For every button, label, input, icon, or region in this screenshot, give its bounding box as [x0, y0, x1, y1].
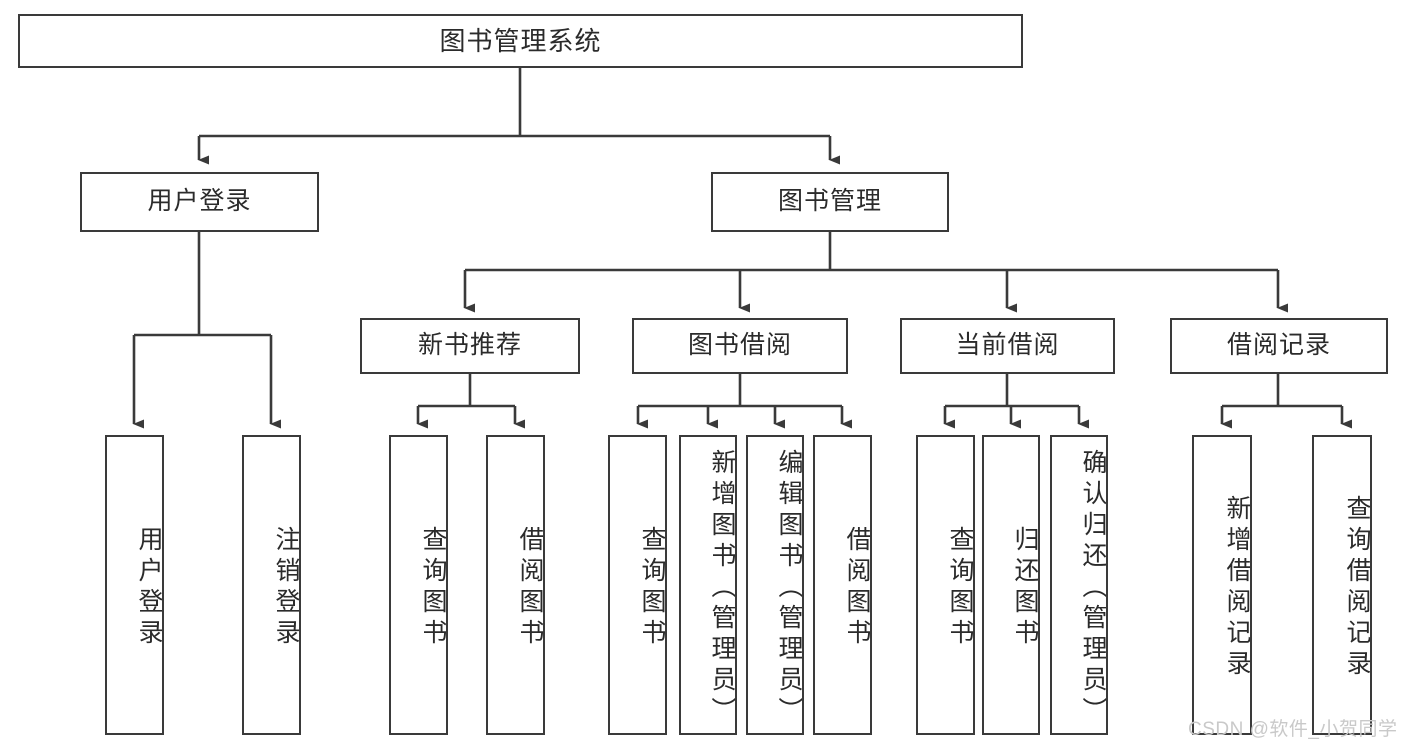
watermark: CSDN @软件_小贺同学 — [1188, 719, 1398, 740]
node-user-login[interactable]: 用户登录 — [80, 172, 319, 232]
leaf-query-book-recommend[interactable]: 查询图书 — [389, 435, 448, 735]
leaf-add-borrow-record[interactable]: 新增借阅记录 — [1192, 435, 1252, 735]
leaf-borrow-book-borrow[interactable]: 借阅图书 — [813, 435, 872, 735]
leaf-return-book[interactable]: 归还图书 — [982, 435, 1040, 735]
node-borrow-record[interactable]: 借阅记录 — [1170, 318, 1388, 374]
leaf-user-login[interactable]: 用户登录 — [105, 435, 164, 735]
leaf-query-borrow-record[interactable]: 查询借阅记录 — [1312, 435, 1372, 735]
node-new-book-recommend[interactable]: 新书推荐 — [360, 318, 580, 374]
leaf-confirm-return-admin[interactable]: 确认归还（管理员） — [1050, 435, 1108, 735]
leaf-edit-book-admin[interactable]: 编辑图书（管理员） — [746, 435, 804, 735]
node-book-management[interactable]: 图书管理 — [711, 172, 949, 232]
leaf-logout-login[interactable]: 注销登录 — [242, 435, 301, 735]
leaf-add-book-admin[interactable]: 新增图书（管理员） — [679, 435, 737, 735]
node-current-borrow[interactable]: 当前借阅 — [900, 318, 1115, 374]
leaf-borrow-book-recommend[interactable]: 借阅图书 — [486, 435, 545, 735]
node-root-system[interactable]: 图书管理系统 — [18, 14, 1023, 68]
leaf-query-book-borrow[interactable]: 查询图书 — [608, 435, 667, 735]
node-book-borrow[interactable]: 图书借阅 — [632, 318, 848, 374]
leaf-query-book-current[interactable]: 查询图书 — [916, 435, 975, 735]
